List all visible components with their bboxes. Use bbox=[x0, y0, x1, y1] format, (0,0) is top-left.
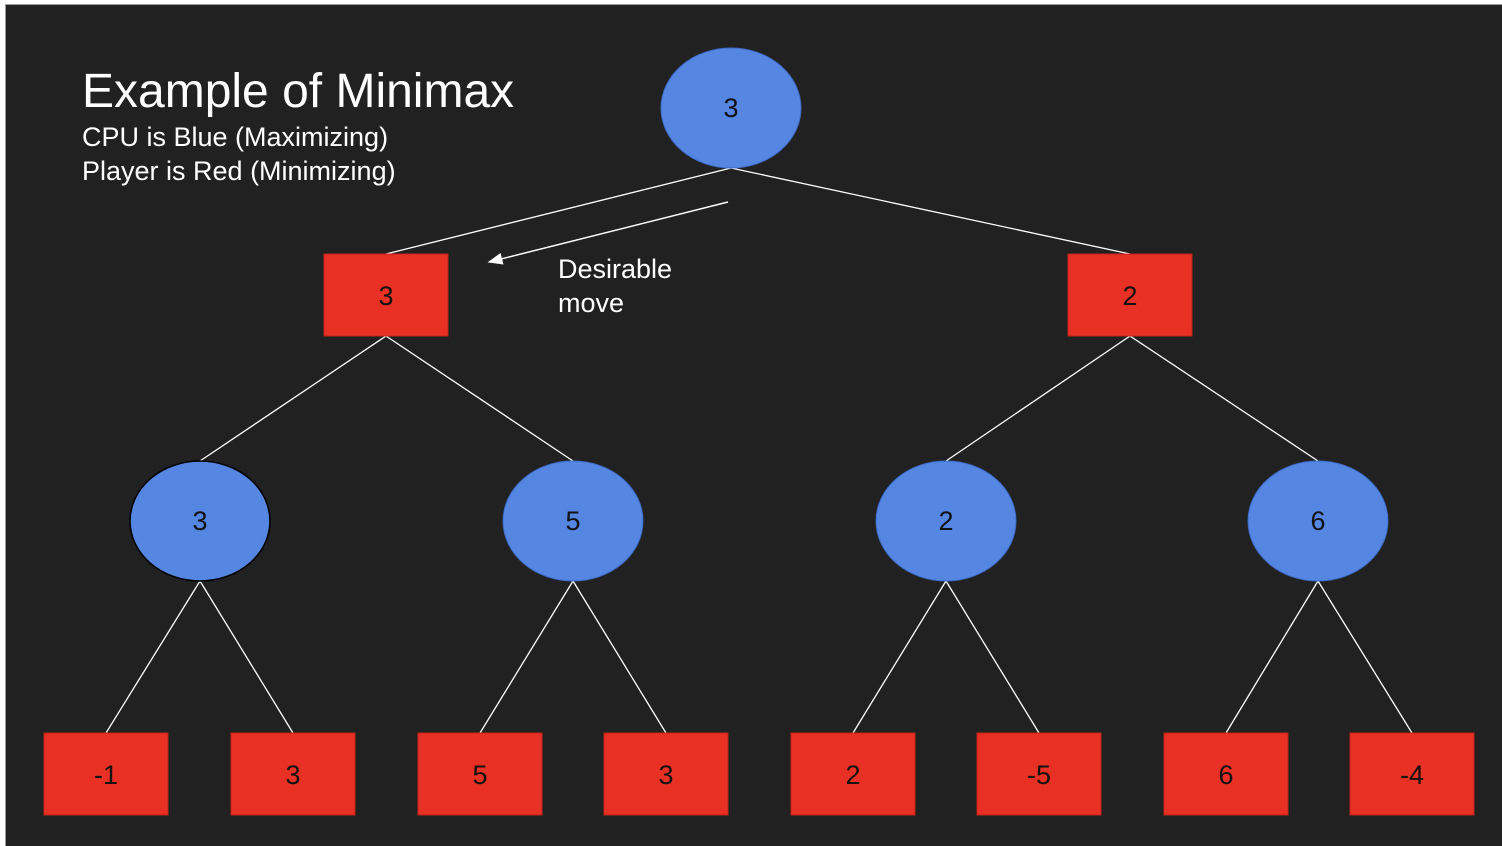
level1-node: 2 bbox=[1067, 253, 1193, 337]
minimizing-node-shape bbox=[976, 732, 1102, 816]
maximizing-node-shape bbox=[660, 47, 802, 169]
minimizing-node-shape bbox=[323, 253, 449, 337]
leaf-node-value: 2 bbox=[845, 760, 860, 790]
minimizing-node-shape bbox=[417, 732, 543, 816]
level2-node: 2 bbox=[875, 460, 1017, 582]
level2-node-value: 3 bbox=[192, 506, 207, 536]
edge-l2-1-to-leaf-3 bbox=[572, 580, 667, 734]
subtitle-line-2: Player is Red (Minimizing) bbox=[82, 156, 396, 186]
minimizing-node-shape bbox=[1067, 253, 1193, 337]
minimizing-node-shape bbox=[1349, 732, 1475, 816]
leaf-node-value: 3 bbox=[658, 760, 673, 790]
maximizing-node-shape bbox=[129, 460, 271, 582]
edge-l1-0-to-l2-1 bbox=[385, 335, 574, 462]
leaf-node: 3 bbox=[230, 732, 356, 816]
edge-l2-2-to-leaf-4 bbox=[852, 580, 947, 734]
maximizing-node-shape bbox=[502, 460, 644, 582]
level1-node-value: 2 bbox=[1122, 281, 1137, 311]
edge-l2-0-to-leaf-1 bbox=[199, 580, 294, 734]
level2-node-value: 6 bbox=[1310, 506, 1325, 536]
tree-edges bbox=[105, 167, 1413, 734]
minimizing-node-shape bbox=[1163, 732, 1289, 816]
edge-l1-1-to-l2-3 bbox=[1129, 335, 1319, 462]
leaf-node-value: -5 bbox=[1027, 760, 1051, 790]
edge-l2-1-to-leaf-2 bbox=[479, 580, 574, 734]
maximizing-node-shape bbox=[1247, 460, 1389, 582]
minimizing-node-shape bbox=[230, 732, 356, 816]
minimizing-node-shape bbox=[603, 732, 729, 816]
leaf-node: 5 bbox=[417, 732, 543, 816]
leaf-node-value: -4 bbox=[1400, 760, 1424, 790]
annotation-line-1: Desirable bbox=[558, 254, 672, 284]
leaf-node-value: 6 bbox=[1218, 760, 1233, 790]
leaf-node-value: 3 bbox=[285, 760, 300, 790]
level2-node: 6 bbox=[1247, 460, 1389, 582]
leaf-node: -5 bbox=[976, 732, 1102, 816]
edge-l2-2-to-leaf-5 bbox=[945, 580, 1040, 734]
level2-node-value: 2 bbox=[938, 506, 953, 536]
leaf-node: -4 bbox=[1349, 732, 1475, 816]
leaf-node-value: -1 bbox=[94, 760, 118, 790]
level1-node-value: 3 bbox=[378, 281, 393, 311]
desirable-move-arrow bbox=[487, 201, 729, 265]
maximizing-node-shape bbox=[875, 460, 1017, 582]
leaf-node: 6 bbox=[1163, 732, 1289, 816]
level2-node: 3 bbox=[129, 460, 271, 582]
leaf-node-value: 5 bbox=[472, 760, 487, 790]
level2-node-value: 5 bbox=[565, 506, 580, 536]
diagram-title: Example of Minimax bbox=[82, 65, 514, 118]
annotation-line-2: move bbox=[558, 288, 624, 318]
leaf-node: 3 bbox=[603, 732, 729, 816]
level2-node: 5 bbox=[502, 460, 644, 582]
edge-l2-0-to-leaf-0 bbox=[105, 580, 201, 734]
level1-node: 3 bbox=[323, 253, 449, 337]
edge-l2-3-to-leaf-6 bbox=[1225, 580, 1319, 734]
root-node-value: 3 bbox=[723, 93, 738, 123]
edge-l1-1-to-l2-2 bbox=[945, 335, 1131, 462]
edge-root-to-l1-1 bbox=[730, 167, 1131, 255]
subtitle-line-1: CPU is Blue (Maximizing) bbox=[82, 122, 388, 152]
leaf-node: 2 bbox=[790, 732, 916, 816]
leaf-node: -1 bbox=[43, 732, 169, 816]
edge-l1-0-to-l2-0 bbox=[199, 335, 387, 462]
edge-root-to-l1-0 bbox=[385, 167, 732, 255]
root-node: 3 bbox=[660, 47, 802, 169]
minimizing-node-shape bbox=[790, 732, 916, 816]
minimizing-node-shape bbox=[43, 732, 169, 816]
edge-l2-3-to-leaf-7 bbox=[1317, 580, 1413, 734]
